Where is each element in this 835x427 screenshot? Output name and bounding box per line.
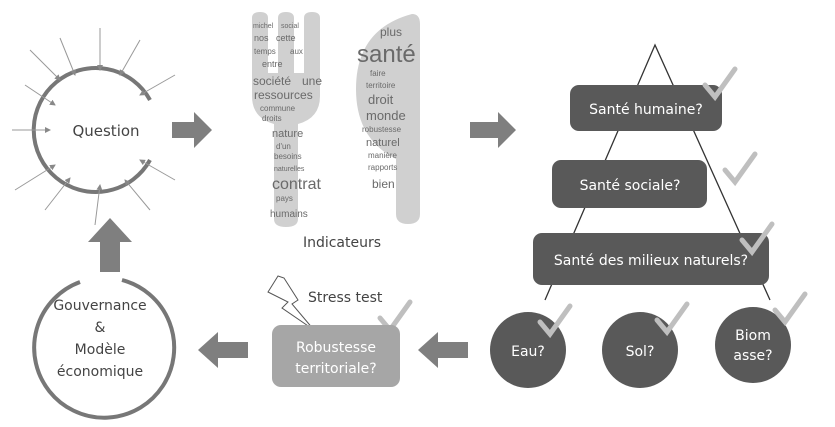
cloud-word: naturelles	[274, 166, 305, 173]
check-icon	[654, 301, 690, 337]
level-box-social	[552, 160, 707, 208]
cloud-word: faire	[370, 69, 386, 78]
level-box-environment	[533, 233, 769, 285]
question-node: Question	[12, 28, 176, 226]
cloud-word: santé	[357, 41, 416, 68]
cloud-word: michel	[253, 23, 274, 30]
arrow-right-1	[172, 112, 212, 148]
pyramid-outline	[544, 43, 771, 301]
knife-icon	[356, 14, 420, 224]
robustness-box	[272, 325, 400, 387]
cloud-word: droit	[368, 92, 394, 107]
cloud-word: commune	[260, 104, 296, 113]
cloud-word: naturel	[366, 137, 400, 149]
cloud-word: droits	[262, 114, 282, 123]
cloud-word: territoire	[366, 81, 396, 90]
cloud-word: manière	[368, 151, 397, 160]
cloud-word: entre	[262, 59, 283, 69]
base-circle-soil	[602, 312, 678, 388]
base-label: Eau?	[511, 344, 545, 360]
base-circle-biomass	[715, 307, 791, 383]
governance-label: &	[95, 320, 106, 336]
inward-arrows	[12, 28, 176, 226]
level-box-human	[570, 85, 722, 131]
governance-label: économique	[57, 364, 143, 380]
governance-label: Gouvernance	[53, 298, 146, 314]
level-label: Santé des milieux naturels?	[554, 253, 748, 269]
cloud-word: cette	[276, 33, 296, 43]
arrow-left-1	[198, 332, 248, 368]
check-icon	[739, 221, 775, 257]
cloud-word: social	[281, 23, 299, 30]
base-label: Sol?	[626, 344, 655, 360]
cloud-word: pays	[276, 194, 293, 203]
stress-test-label: Stress test	[308, 290, 383, 306]
cloud-word: nature	[272, 128, 303, 140]
arrow-left-2	[418, 332, 468, 368]
check-icon	[537, 303, 573, 339]
robustness-label: Robustesse	[296, 340, 376, 356]
fork-icon	[252, 12, 320, 227]
check-icon	[722, 151, 758, 187]
arrow-right-2	[470, 112, 516, 148]
level-label: Santé sociale?	[580, 178, 681, 194]
cloud-word: temps	[254, 47, 276, 56]
cloud-word: contrat	[272, 176, 321, 193]
cloud-word: robustesse	[362, 125, 402, 134]
cloud-word: nos	[254, 33, 269, 43]
base-label: Biom	[735, 328, 771, 344]
cloud-word: monde	[366, 108, 406, 123]
governance-node: Gouvernance & Modèle économique	[32, 278, 177, 420]
indicators-label: Indicateurs	[303, 235, 381, 251]
check-icon	[702, 66, 738, 102]
cloud-word: ressources	[254, 88, 313, 102]
cloud-word: plus	[380, 25, 402, 39]
cloud-word: rapports	[368, 163, 397, 172]
check-icon	[772, 291, 808, 327]
cloud-word: d'un	[276, 142, 291, 151]
cloud-word: besoins	[274, 152, 302, 161]
cloud-word: humains	[270, 209, 308, 220]
cloud-word: une	[302, 74, 322, 88]
question-label: Question	[72, 122, 139, 140]
governance-circle	[32, 278, 177, 420]
level-label: Santé humaine?	[589, 102, 703, 118]
base-label: asse?	[733, 348, 772, 364]
governance-label: Modèle	[75, 342, 126, 358]
stress-test: Stress test Robustesse territoriale?	[267, 275, 400, 387]
cloud-word: aux	[290, 47, 303, 56]
cloud-word: société	[253, 74, 291, 88]
arrow-up	[88, 218, 132, 272]
health-pyramid: Santé humaine? Santé sociale? Santé des …	[377, 43, 808, 388]
cloud-word: bien	[372, 177, 395, 191]
robustness-label: territoriale?	[295, 361, 376, 377]
